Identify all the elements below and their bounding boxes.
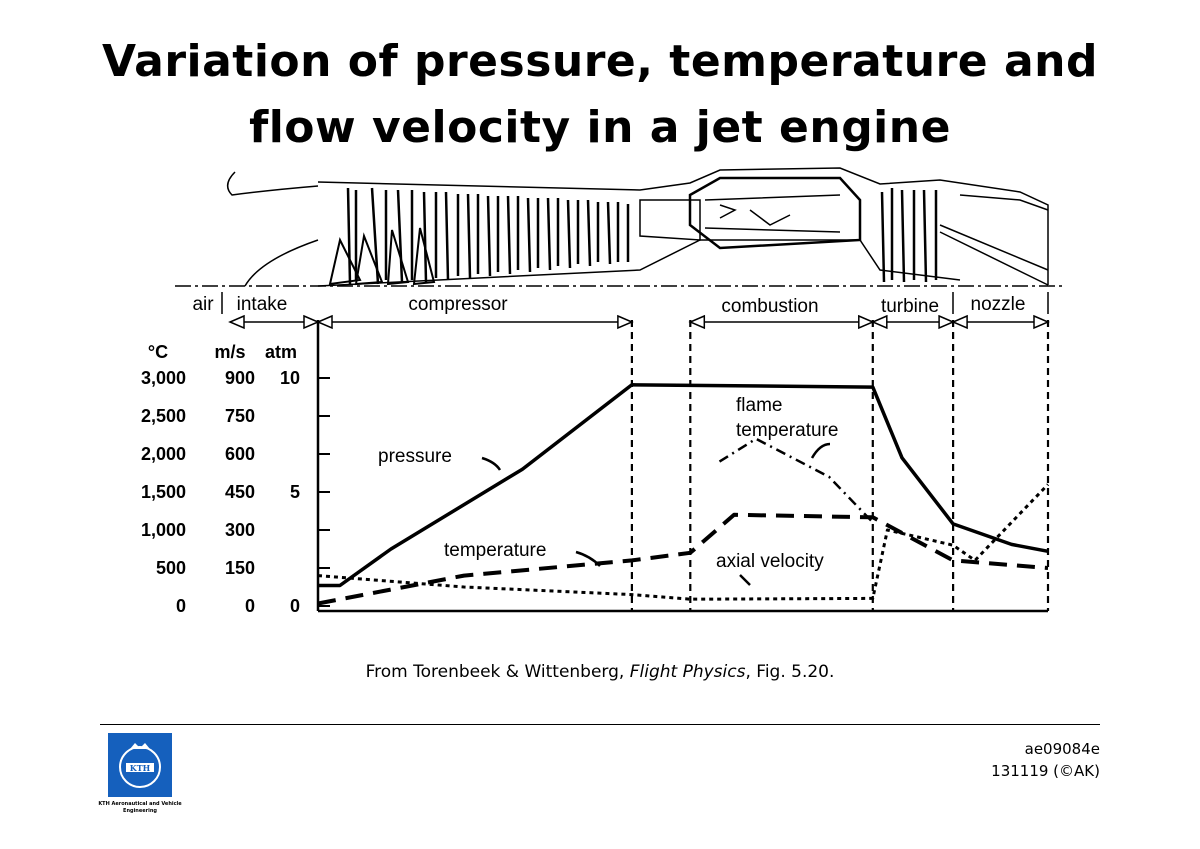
axis-unit-celsius: °C xyxy=(148,342,168,362)
axis-unit-velocity: m/s xyxy=(214,342,245,362)
arrowhead xyxy=(951,314,968,330)
kth-logo: KTH xyxy=(108,733,172,797)
arrowhead xyxy=(870,314,888,330)
leader-temperature xyxy=(575,550,601,567)
section-label-intake: intake xyxy=(237,294,288,315)
engine-chart: air intake compressor combustion turbine… xyxy=(141,167,1065,616)
arrowhead xyxy=(858,314,875,330)
leader-flame-temperature xyxy=(810,442,831,459)
leader-axial-velocity xyxy=(739,574,751,586)
section-label-nozzle: nozzle xyxy=(971,294,1026,315)
tick-label-celsius: 1,000 xyxy=(141,520,186,540)
label-flame-line-2: temperature xyxy=(736,420,838,441)
tick-label-velocity: 900 xyxy=(225,368,255,388)
tick-label-pressure: 5 xyxy=(290,482,300,502)
arrowhead xyxy=(617,314,634,330)
tick-label-velocity: 300 xyxy=(225,520,255,540)
axis-unit-pressure: atm xyxy=(265,342,297,362)
tick-label-velocity: 150 xyxy=(225,558,255,578)
footer-code: ae09084e xyxy=(1024,740,1100,758)
tick-label-velocity: 600 xyxy=(225,444,255,464)
label-pressure: pressure xyxy=(378,446,452,467)
arrowhead xyxy=(938,314,956,330)
arrowhead xyxy=(1033,314,1050,330)
section-label-compressor: compressor xyxy=(408,294,508,315)
tick-label-pressure: 10 xyxy=(280,368,300,388)
series-line-flame-temperature xyxy=(718,437,874,524)
tick-label-velocity: 0 xyxy=(245,596,255,616)
tick-label-velocity: 450 xyxy=(225,482,255,502)
tick-label-celsius: 1,500 xyxy=(141,482,186,502)
figure-caption: From Torenbeek & Wittenberg, Flight Phys… xyxy=(365,662,835,682)
arrowhead xyxy=(688,314,706,330)
section-label-air: air xyxy=(192,294,214,315)
tick-label-celsius: 2,000 xyxy=(141,444,186,464)
logo-subtext: KTH Aeronautical and Vehicle Engineering xyxy=(98,801,182,814)
series-line-temperature xyxy=(317,483,1050,601)
svg-text:KTH: KTH xyxy=(130,763,151,773)
section-label-turbine: turbine xyxy=(881,296,939,317)
arrowhead xyxy=(228,314,245,330)
tick-label-velocity: 750 xyxy=(225,406,255,426)
chart-series xyxy=(317,383,1050,606)
tick-label-pressure: 0 xyxy=(290,596,300,616)
title-line-1: Variation of pressure, temperature and xyxy=(102,36,1098,87)
tick-label-celsius: 2,500 xyxy=(141,406,186,426)
series-line-axial-velocity xyxy=(317,512,1049,606)
label-flame-line-1: flame xyxy=(736,395,782,416)
footer-date: 131119 (©AK) xyxy=(991,762,1100,780)
series-line-pressure xyxy=(318,383,1049,588)
label-axial-velocity: axial velocity xyxy=(716,551,824,572)
tick-label-celsius: 0 xyxy=(176,596,186,616)
title-line-2: flow velocity in a jet engine xyxy=(249,102,951,153)
station-lines xyxy=(630,320,1050,611)
leader-pressure xyxy=(481,456,502,471)
footer-rule xyxy=(100,724,1100,725)
section-dimension-arrows xyxy=(228,314,1050,330)
arrowhead xyxy=(316,314,333,330)
axis-ticks: 3,0002,5002,0001,5001,000500090075060045… xyxy=(141,368,330,616)
label-temperature: temperature xyxy=(444,540,546,561)
arrowhead xyxy=(303,314,320,330)
section-label-combustion: combustion xyxy=(721,296,818,317)
engine-drawing xyxy=(226,167,1049,287)
tick-label-celsius: 500 xyxy=(156,558,186,578)
tick-label-celsius: 3,000 xyxy=(141,368,186,388)
